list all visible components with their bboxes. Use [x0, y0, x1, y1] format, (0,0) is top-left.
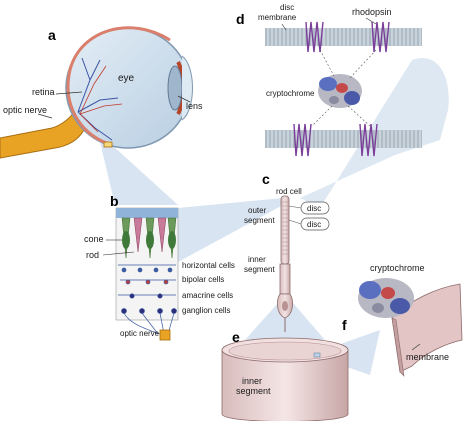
amacrine-cells-label: amacrine cells	[182, 291, 233, 300]
disc-leader-1	[288, 205, 302, 209]
panel-d-label: d	[236, 11, 245, 27]
cornea	[181, 55, 193, 121]
zoom-cones	[100, 58, 449, 375]
membrane-f	[358, 278, 463, 377]
retina-vessels-red	[79, 65, 123, 133]
rhodopsin-proteins	[293, 21, 390, 157]
retina-layer	[66, 26, 171, 147]
inner-segment-e-label-1: inner	[242, 376, 262, 386]
retina-section	[102, 207, 179, 341]
photoreceptors	[121, 217, 177, 259]
rhodopsin-label: rhodopsin	[352, 7, 392, 17]
membrane-diagram	[265, 17, 422, 157]
cryptochrome-protein	[318, 74, 362, 108]
rod-cell-label: rod cell	[276, 187, 302, 196]
zoom-cone-eye-to-retina	[100, 142, 178, 205]
bipolar-cells-label: bipolar cells	[182, 275, 224, 284]
rod-cell	[277, 195, 330, 332]
disc-label-2: disc	[307, 220, 321, 229]
rod-nucleus	[282, 301, 288, 311]
panel-a-label: a	[48, 27, 56, 43]
panel-c-label: c	[262, 171, 270, 187]
optic-nerve-bundle	[159, 329, 171, 341]
membrane-f-leader	[411, 343, 421, 351]
lens-leader	[177, 95, 191, 103]
cryptochrome-f-label: cryptochrome	[370, 263, 425, 273]
disc-membrane-label-2: membrane	[258, 13, 297, 22]
panel-e-label: e	[232, 329, 240, 345]
cryptochrome-label: cryptochrome	[266, 89, 315, 98]
rod-label: rod	[86, 250, 99, 260]
retina-leader	[55, 91, 83, 95]
outer-segment-label-2: segment	[244, 216, 275, 225]
panel-b-label: b	[110, 193, 119, 209]
cryptochrome-f-protein	[358, 278, 414, 318]
optic-nerve-leader	[37, 113, 53, 119]
interaction-lines	[311, 49, 377, 127]
eye-sample-marker	[103, 141, 113, 148]
pigment-epithelium	[116, 208, 178, 218]
optic-nerve-b-label: optic nerve	[120, 329, 160, 338]
optic-nerve-label: optic nerve	[3, 105, 47, 115]
inner-sample-marker	[313, 352, 321, 358]
retina-cell-layers	[118, 264, 177, 336]
retina-vessels	[77, 57, 119, 141]
disc-label-1: disc	[307, 204, 321, 213]
ganglion-cells-label: ganglion cells	[182, 306, 230, 315]
inner-segment-label-1: inner	[248, 255, 266, 264]
membrane-top	[265, 28, 422, 46]
rhodopsin-leader	[365, 17, 377, 25]
disc-leader-2	[288, 219, 302, 225]
horizontal-cells-label: horizontal cells	[182, 261, 235, 270]
disc-membrane-leader	[281, 23, 287, 31]
disc-membrane-label-1: disc	[280, 3, 294, 12]
membrane-bottom	[265, 130, 422, 148]
inner-segment-e-label-2: segment	[236, 386, 271, 396]
rod-leader	[102, 251, 135, 256]
eye-diagram	[0, 26, 193, 159]
lens-label: lens	[186, 101, 203, 111]
retina-label: retina	[32, 87, 55, 97]
panel-f-label: f	[342, 317, 347, 333]
inner-segment-cylinder	[221, 337, 349, 421]
rod-inner-segment	[279, 263, 291, 295]
membrane-f-label: membrane	[406, 352, 449, 362]
cylinder-body	[221, 349, 349, 421]
outer-segment-label-1: outer	[248, 206, 267, 215]
eye-label: eye	[118, 73, 135, 84]
inner-segment-label-2: segment	[244, 265, 275, 274]
rod-discs	[282, 201, 288, 255]
optic-nerve-stalk	[0, 111, 85, 159]
lens-shape	[167, 65, 183, 111]
cone-label: cone	[84, 234, 104, 244]
zoom-cone-retina-to-rod	[178, 198, 283, 262]
membrane-sheet-edge	[391, 317, 405, 377]
zoom-cone-inner-to-membrane	[318, 330, 380, 375]
cylinder-inner-rim	[228, 341, 342, 361]
